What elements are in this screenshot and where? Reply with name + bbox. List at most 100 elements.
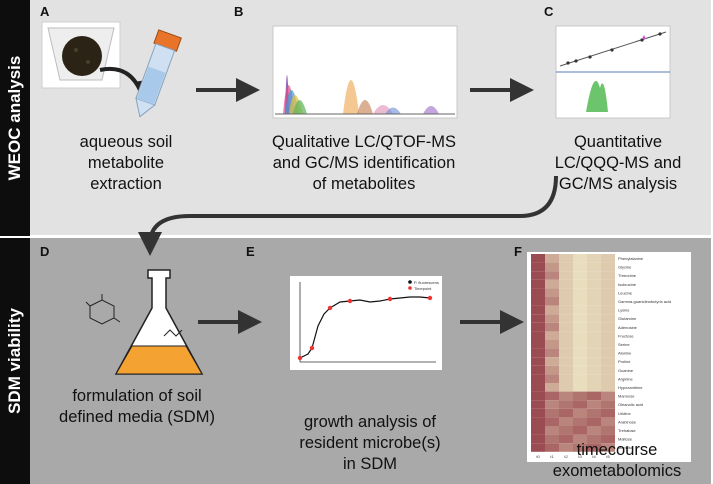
panel-letter-a: A <box>40 4 50 19</box>
heatmap-cell <box>573 262 587 272</box>
heatmap-column-label: t4 <box>592 454 596 459</box>
section-label-sdm: SDM viability <box>0 238 30 484</box>
heatmap-cell <box>531 443 545 452</box>
heatmap-cell <box>601 374 615 383</box>
heatmap-cell <box>559 426 573 435</box>
heatmap-cell <box>601 297 615 306</box>
heatmap-cell <box>559 408 573 418</box>
heatmap-cell <box>559 314 573 323</box>
heatmap-cell <box>545 417 559 426</box>
heatmap-cell <box>601 305 615 315</box>
heatmap-row-label: Lysine <box>618 308 630 313</box>
heatmap-cell <box>559 400 573 409</box>
heatmap-row-label: Hypoxanthine <box>618 385 643 390</box>
heatmap-cell <box>573 314 587 323</box>
metabolite-heatmap: PhenylalanineGlycineThreonineIsoleucineL… <box>527 252 691 462</box>
heatmap-cell <box>601 271 615 280</box>
heatmap-cell <box>587 314 601 323</box>
heatmap-cell <box>601 391 615 401</box>
heatmap-cell <box>587 434 601 444</box>
heatmap-cell <box>573 426 587 435</box>
heatmap-row-label: Adenosine <box>618 325 638 330</box>
legend-entry-2: Timepoint <box>414 286 432 291</box>
heatmap-cell <box>601 331 615 340</box>
heatmap-cell <box>601 408 615 418</box>
heatmap-cell <box>573 443 587 452</box>
heatmap-row-label: Serine <box>618 342 630 347</box>
panel-letter-d: D <box>40 244 50 259</box>
heatmap-cell <box>545 297 559 306</box>
legend-entry-1: P. fluorescens <box>414 280 439 285</box>
heatmap-cell <box>587 305 601 315</box>
heatmap-cell <box>587 400 601 409</box>
heatmap-cell <box>559 365 573 375</box>
heatmap-cell <box>601 288 615 297</box>
heatmap-cell <box>559 288 573 297</box>
heatmap-cell <box>559 297 573 306</box>
heatmap-cell <box>559 374 573 383</box>
heatmap-cell <box>573 271 587 280</box>
heatmap-cell <box>601 426 615 435</box>
heatmap-cell <box>545 254 559 263</box>
heatmap-row-label: Trehalose <box>618 428 636 433</box>
heatmap-cell <box>531 322 545 332</box>
heatmap-cell <box>601 340 615 349</box>
heatmap-cell <box>545 271 559 280</box>
heatmap-cell <box>573 417 587 426</box>
heatmap-cell <box>573 408 587 418</box>
heatmap-cell <box>573 331 587 340</box>
heatmap-column-label: t0 <box>536 454 540 459</box>
panel-letter-c: C <box>544 4 554 19</box>
heatmap-cell <box>573 297 587 306</box>
heatmap-cell <box>587 297 601 306</box>
heatmap-cell <box>587 365 601 375</box>
heatmap-row-label: Threonine <box>618 273 637 278</box>
heatmap-row-label: Mannose <box>618 394 635 399</box>
heatmap-cell <box>601 365 615 375</box>
heatmap-cell <box>559 357 573 366</box>
heatmap-cell <box>559 443 573 452</box>
heatmap-cell <box>531 262 545 272</box>
heatmap-cell <box>531 434 545 444</box>
heatmap-cell <box>559 417 573 426</box>
heatmap-row-label: Arabinose <box>618 419 637 424</box>
heatmap-cell <box>559 391 573 401</box>
heatmap-cell <box>531 391 545 401</box>
heatmap-cell <box>545 288 559 297</box>
soil-extraction-illustration <box>41 21 182 118</box>
heatmap-cell <box>559 271 573 280</box>
heatmap-cell <box>587 279 601 289</box>
heatmap-cell <box>587 271 601 280</box>
heatmap-row-label: Fructose <box>618 333 634 338</box>
heatmap-row-label: Mannitol <box>618 445 633 450</box>
heatmap-cell <box>559 305 573 315</box>
heatmap-cell <box>531 279 545 289</box>
heatmap-cell <box>545 305 559 315</box>
heatmap-cell <box>559 322 573 332</box>
heatmap-cell <box>587 391 601 401</box>
heatmap-cell <box>545 357 559 366</box>
heatmap-cell <box>587 331 601 340</box>
heatmap-cell <box>545 374 559 383</box>
heatmap-row-label: Arginine <box>618 376 633 381</box>
heatmap-cell <box>545 383 559 392</box>
panel-letter-e: E <box>246 244 255 259</box>
heatmap-cell <box>531 400 545 409</box>
heatmap-cell <box>559 254 573 263</box>
heatmap-cell <box>531 314 545 323</box>
heatmap-cell <box>545 365 559 375</box>
calibration-plot <box>555 25 671 119</box>
heatmap-cell <box>531 357 545 366</box>
heatmap-cell <box>545 391 559 401</box>
heatmap-cell <box>587 262 601 272</box>
heatmap-row-label: Isoleucine <box>618 282 637 287</box>
heatmap-cell <box>559 383 573 392</box>
heatmap-cell <box>573 254 587 263</box>
heatmap-cell <box>573 434 587 444</box>
heatmap-column-label: t3 <box>578 454 582 459</box>
heatmap-cell <box>545 348 559 358</box>
heatmap-cell <box>587 357 601 366</box>
